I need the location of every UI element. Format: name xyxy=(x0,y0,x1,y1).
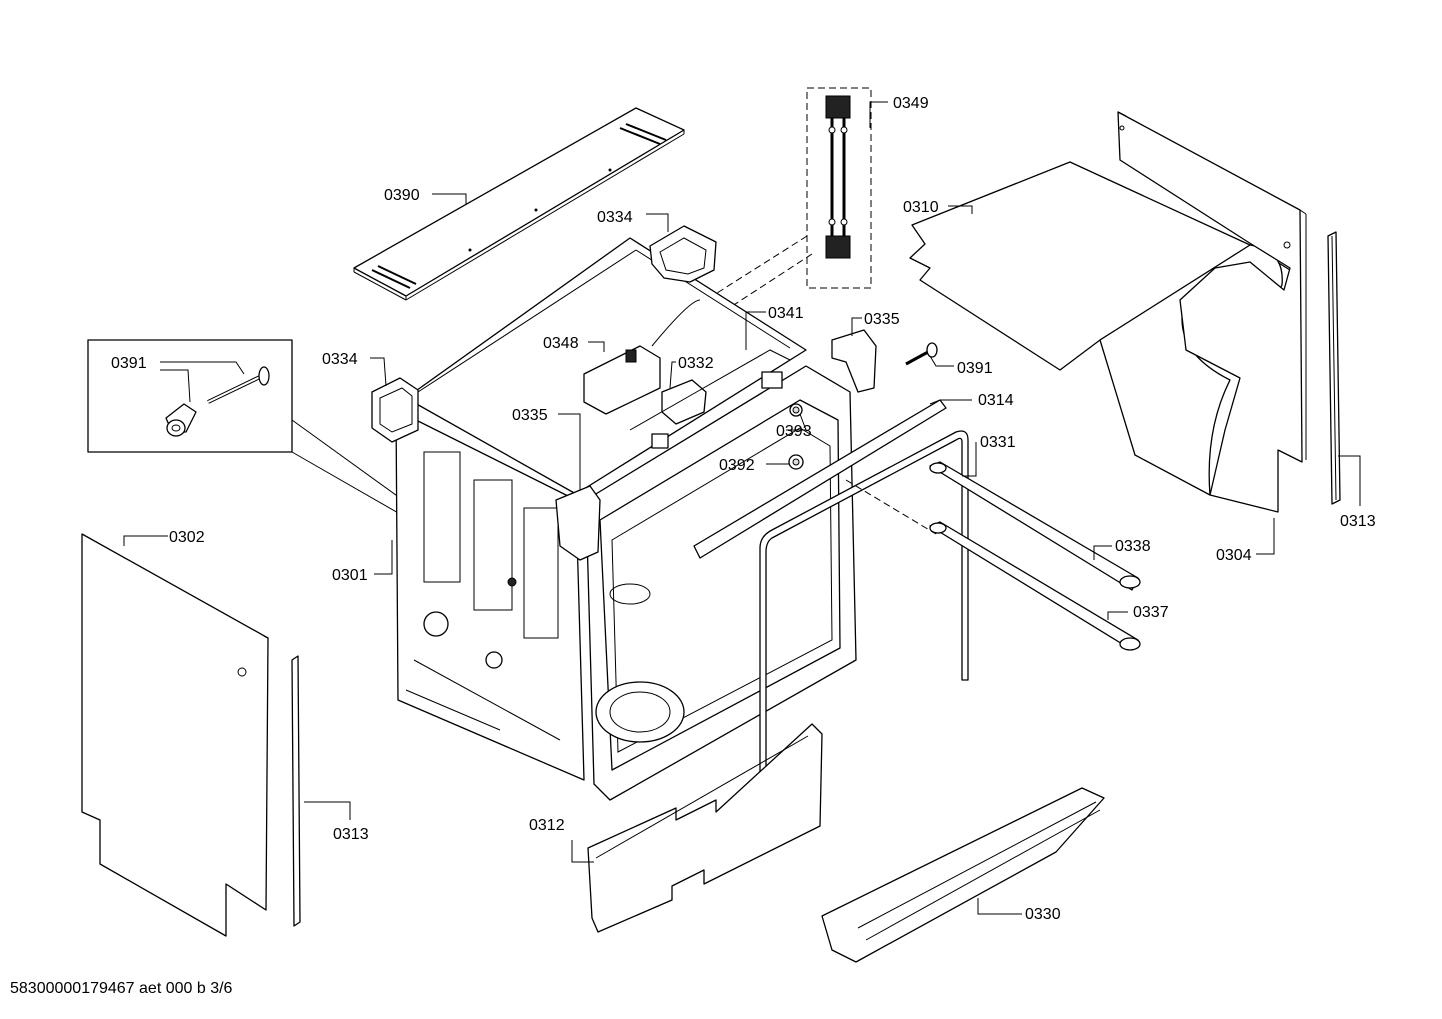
part-0338-rail xyxy=(929,461,1141,591)
part-0391-screw-right xyxy=(905,342,938,366)
callout-0338: 0338 xyxy=(1115,538,1151,555)
part-0313-left-strip xyxy=(291,655,301,927)
part-0302-side-panel xyxy=(81,533,269,937)
part-0341-plug xyxy=(651,433,669,449)
part-0335-bracket-right xyxy=(831,329,877,393)
part-0393-bolt xyxy=(789,403,803,417)
callout-0349: 0349 xyxy=(893,95,929,112)
part-0348-module xyxy=(583,345,661,415)
callout-0332: 0332 xyxy=(678,355,714,372)
callout-0390: 0390 xyxy=(384,187,420,204)
callout-0314: 0314 xyxy=(978,392,1014,409)
callout-0334-left: 0334 xyxy=(322,351,358,368)
part-0330-base-plinth xyxy=(821,787,1105,963)
part-0310-insulation-mat xyxy=(909,161,1291,496)
callout-0302: 0302 xyxy=(169,529,205,546)
part-0392-bolt xyxy=(788,454,804,470)
fastener-plug-icon xyxy=(165,403,197,437)
callout-0310: 0310 xyxy=(903,199,939,216)
part-0334-clamp-top xyxy=(649,225,717,283)
callout-0301: 0301 xyxy=(332,567,368,584)
callout-0341: 0341 xyxy=(768,305,804,322)
callout-0337: 0337 xyxy=(1133,604,1169,621)
callout-0348: 0348 xyxy=(543,335,579,352)
callout-0304: 0304 xyxy=(1216,547,1252,564)
document-id: 58300000179467 aet 000 b 3/6 xyxy=(10,980,233,997)
part-0390-top-plate xyxy=(353,107,685,301)
callout-0391-inset: 0391 xyxy=(111,355,147,372)
callout-0313-left: 0313 xyxy=(333,826,369,843)
callout-labels: 0390 0334 0349 0310 0391 0334 0348 0332 … xyxy=(111,95,1376,923)
callout-0334-top: 0334 xyxy=(597,209,633,226)
callout-0335-left: 0335 xyxy=(512,407,548,424)
callout-0313-right: 0313 xyxy=(1340,513,1376,530)
part-0314-door-seal xyxy=(693,399,947,559)
part-0341-clip xyxy=(761,371,783,389)
part-0301-tub-body xyxy=(395,237,857,801)
callout-0392: 0392 xyxy=(719,457,755,474)
leader-lines xyxy=(123,101,1361,915)
part-0348-cable xyxy=(651,299,701,347)
callout-0312: 0312 xyxy=(529,817,565,834)
part-0304-side-panel xyxy=(1117,111,1307,513)
callout-0393: 0393 xyxy=(776,423,812,440)
part-0334-clamp-left xyxy=(371,377,419,443)
callout-0391-right: 0391 xyxy=(957,360,993,377)
part-0335-bracket-left xyxy=(555,485,601,561)
part-0337-rail xyxy=(929,521,1141,651)
assembly-line xyxy=(845,479,937,535)
callout-0335-right: 0335 xyxy=(864,311,900,328)
callout-0330: 0330 xyxy=(1025,906,1061,923)
part-0331-u-rail xyxy=(759,430,969,797)
part-0312-lower-cover xyxy=(587,723,823,933)
screw-icon xyxy=(207,366,270,404)
part-0341-cable xyxy=(629,349,791,431)
callout-0331: 0331 xyxy=(980,434,1016,451)
part-0349-cable-harness xyxy=(679,87,872,341)
part-0313-right-strip xyxy=(1327,231,1341,505)
